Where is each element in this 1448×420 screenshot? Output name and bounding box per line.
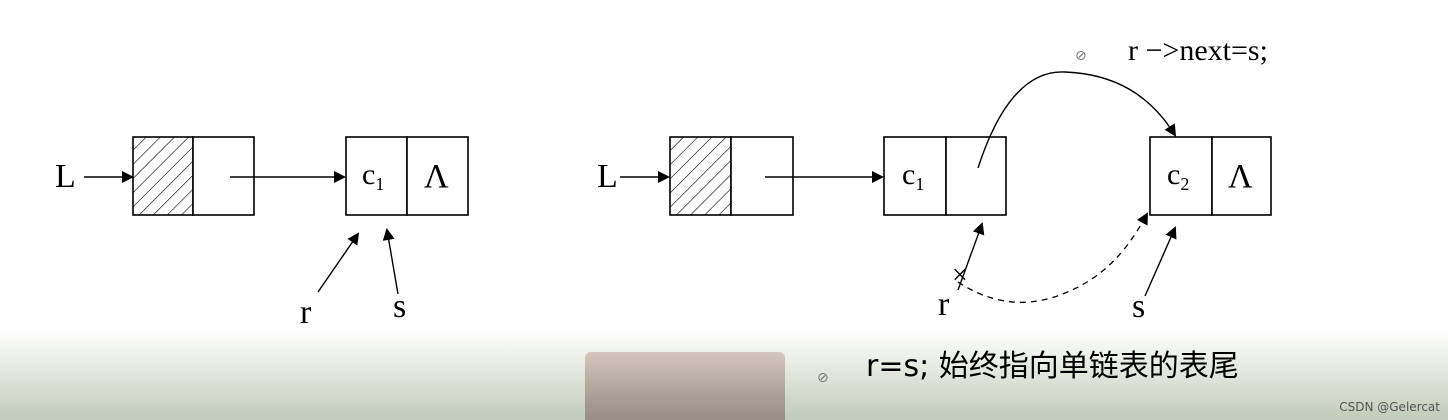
right-node1-data-cell (883, 136, 947, 216)
left-node1-null-symbol: Λ (424, 158, 449, 195)
right-cross-mark: × (952, 260, 968, 291)
right-s-label: s (1132, 288, 1146, 325)
left-head-next-cell (192, 136, 255, 216)
right-node1-next-cell (945, 136, 1007, 216)
right-head-next-cell (730, 136, 794, 216)
right-node2-data: c2 (1167, 158, 1190, 194)
right-node2-data-subscript: 2 (1180, 174, 1190, 194)
right-node2-data-cell (1149, 136, 1213, 216)
right-next-link-arc (977, 71, 1177, 169)
left-r-label: r (300, 294, 312, 331)
bullet-mark-bottom: ⊘ (817, 370, 829, 386)
left-node1-data-subscript: 1 (375, 174, 385, 194)
right-node2-data-letter: c (1167, 158, 1181, 191)
right-new-r-dashed-arrow (957, 212, 1148, 303)
left-head-pointer-label: L (55, 158, 76, 195)
left-s-arrow (382, 228, 399, 295)
right-node1-data: c1 (902, 158, 925, 194)
tail-assignment-statement: r=s; 始终指向单链表的表尾 (866, 349, 1239, 384)
left-s-label: s (393, 288, 407, 325)
left-node1-data-letter: c (362, 158, 376, 191)
right-old-r-arrow (957, 222, 985, 291)
left-head-hatched-cell (132, 136, 194, 216)
right-node1-data-letter: c (902, 158, 916, 191)
right-node1-data-subscript: 1 (915, 174, 925, 194)
right-s-arrow (1144, 226, 1177, 297)
background-gate (585, 352, 785, 420)
right-head-hatched-cell (669, 136, 732, 216)
next-assignment-statement: r −>next=s; (1128, 34, 1268, 67)
left-node1-next-cell (406, 136, 469, 216)
right-diagram (620, 71, 1272, 303)
right-node2-null-symbol: Λ (1228, 158, 1253, 195)
csdn-watermark: CSDN @Gelercat (1339, 400, 1440, 414)
right-r-label: r (938, 286, 950, 323)
left-diagram (84, 136, 469, 295)
left-node1-data: c1 (362, 158, 385, 194)
right-node2-next-cell (1211, 136, 1272, 216)
right-head-pointer-label: L (597, 158, 618, 195)
left-r-arrow (317, 232, 360, 293)
bullet-mark-top: ⊘ (1075, 48, 1087, 64)
